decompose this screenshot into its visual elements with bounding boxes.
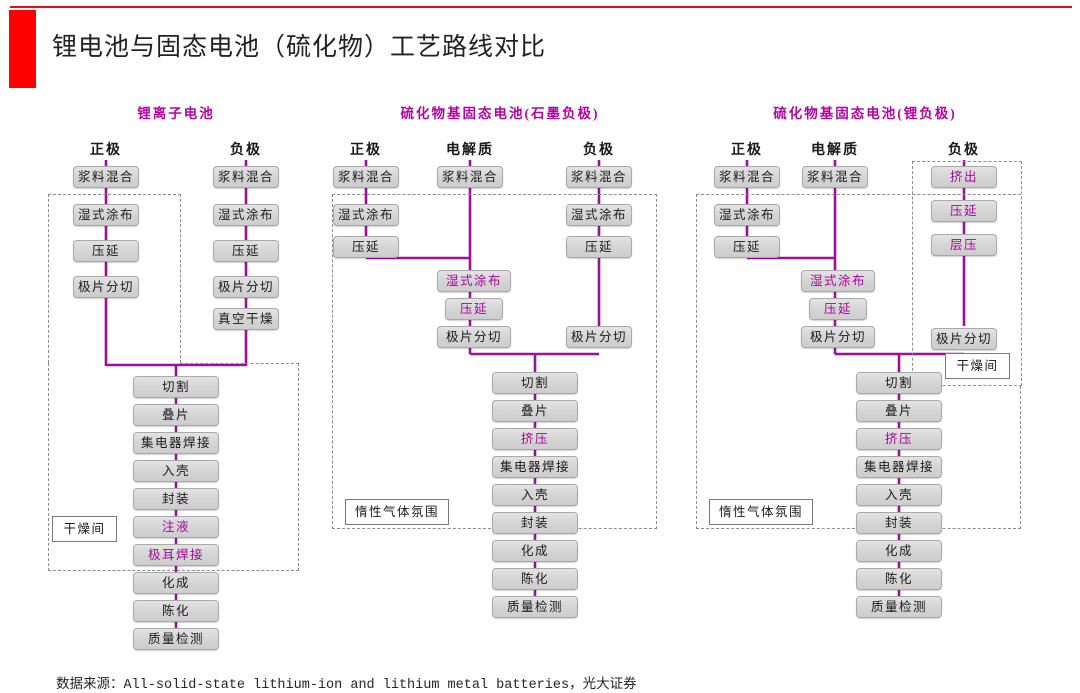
node-col1-assembly-3[interactable]: 入壳 <box>133 460 219 482</box>
header-top-rule <box>10 6 1072 8</box>
node-col1-cathode-1[interactable]: 湿式涂布 <box>73 204 139 226</box>
lane-head-col1-cathode: 正极 <box>90 143 122 158</box>
node-col3-assembly-5[interactable]: 封装 <box>856 512 942 534</box>
node-col3-cathode-1[interactable]: 湿式涂布 <box>714 204 780 226</box>
node-col2-cathode-1[interactable]: 湿式涂布 <box>333 204 399 226</box>
node-col2-cathode-2[interactable]: 压延 <box>333 236 399 258</box>
node-col3-assembly-2[interactable]: 挤压 <box>856 428 942 450</box>
node-col3-assembly-3[interactable]: 集电器焊接 <box>856 456 942 478</box>
column-title-sulfide-graphite: 硫化物基固态电池(石墨负极) <box>400 106 600 121</box>
column-title-lithium-ion: 锂离子电池 <box>137 106 215 121</box>
dashed-region-dry-col3-anode <box>912 161 1022 386</box>
node-col2-assembly-3[interactable]: 集电器焊接 <box>492 456 578 478</box>
header-accent-bar <box>9 10 36 88</box>
node-col1-cathode-3[interactable]: 极片分切 <box>73 276 139 298</box>
node-col2-assembly-4[interactable]: 入壳 <box>492 484 578 506</box>
node-col2-assembly-0[interactable]: 切割 <box>492 372 578 394</box>
node-col2-assembly-8[interactable]: 质量检测 <box>492 596 578 618</box>
lane-head-col3-cathode: 正极 <box>731 143 763 158</box>
node-col3-electrolyte-3[interactable]: 极片分切 <box>801 326 875 348</box>
footnote-publisher: 光大证券 <box>582 676 637 691</box>
column-title-sulfide-lithium: 硫化物基固态电池(锂负极) <box>773 106 957 121</box>
node-col2-anode-3[interactable]: 极片分切 <box>566 326 632 348</box>
dashed-region-edge-col3 <box>1020 386 1021 529</box>
footnote-comma: ， <box>569 676 583 691</box>
node-col3-assembly-0[interactable]: 切割 <box>856 372 942 394</box>
room-tag-col3: 惰性气体氛围 <box>709 499 813 525</box>
node-col3-assembly-6[interactable]: 化成 <box>856 540 942 562</box>
node-col1-assembly-6[interactable]: 极耳焊接 <box>133 544 219 566</box>
node-col2-assembly-5[interactable]: 封装 <box>492 512 578 534</box>
node-col1-anode-2[interactable]: 压延 <box>213 240 279 262</box>
node-col1-cathode-0[interactable]: 浆料混合 <box>73 166 139 188</box>
node-col1-anode-3[interactable]: 极片分切 <box>213 276 279 298</box>
node-col3-assembly-8[interactable]: 质量检测 <box>856 596 942 618</box>
node-col1-anode-4[interactable]: 真空干燥 <box>213 308 279 330</box>
node-col1-assembly-2[interactable]: 集电器焊接 <box>133 432 219 454</box>
node-col1-assembly-4[interactable]: 封装 <box>133 488 219 510</box>
node-col3-anode-1[interactable]: 压延 <box>931 200 997 222</box>
node-col1-assembly-5[interactable]: 注液 <box>133 516 219 538</box>
dashed-region-edge-col1-a <box>180 363 299 364</box>
node-col3-electrolyte-2[interactable]: 压延 <box>809 298 867 320</box>
page-title: 锂电池与固态电池（硫化物）工艺路线对比 <box>52 33 547 61</box>
room-tag-col1: 干燥间 <box>52 516 117 542</box>
lane-head-col2-cathode: 正极 <box>350 143 382 158</box>
footnote-source: All-solid-state lithium-ion and lithium … <box>123 678 570 693</box>
node-col2-assembly-7[interactable]: 陈化 <box>492 568 578 590</box>
node-col2-anode-2[interactable]: 压延 <box>566 236 632 258</box>
node-col3-assembly-7[interactable]: 陈化 <box>856 568 942 590</box>
node-col3-anode-0[interactable]: 挤出 <box>931 166 997 188</box>
node-col1-cathode-2[interactable]: 压延 <box>73 240 139 262</box>
node-col3-electrolyte-0[interactable]: 浆料混合 <box>802 166 868 188</box>
node-col1-assembly-1[interactable]: 叠片 <box>133 404 219 426</box>
node-col2-electrolyte-2[interactable]: 压延 <box>445 298 503 320</box>
node-col1-anode-1[interactable]: 湿式涂布 <box>213 204 279 226</box>
lane-head-col3-anode: 负极 <box>948 143 980 158</box>
node-col2-anode-0[interactable]: 浆料混合 <box>566 166 632 188</box>
lane-head-col2-anode: 负极 <box>583 143 615 158</box>
node-col1-assembly-9[interactable]: 质量检测 <box>133 628 219 650</box>
node-col2-cathode-0[interactable]: 浆料混合 <box>333 166 399 188</box>
node-col3-anode-3[interactable]: 极片分切 <box>931 328 997 350</box>
dashed-region-dry-upper-col1 <box>48 194 181 363</box>
node-col2-electrolyte-0[interactable]: 浆料混合 <box>437 166 503 188</box>
dashed-region-dry-lower-col1 <box>48 363 299 571</box>
room-tag-col2: 惰性气体氛围 <box>345 499 449 525</box>
node-col2-anode-1[interactable]: 湿式涂布 <box>566 204 632 226</box>
lane-head-col3-electrolyte: 电解质 <box>811 143 859 158</box>
room-tag-col3-anode-dry: 干燥间 <box>945 353 1010 379</box>
node-col3-cathode-2[interactable]: 压延 <box>714 236 780 258</box>
footnote: 数据来源：All-solid-state lithium-ion and lit… <box>56 672 637 693</box>
node-col3-assembly-4[interactable]: 入壳 <box>856 484 942 506</box>
node-col3-assembly-1[interactable]: 叠片 <box>856 400 942 422</box>
node-col1-assembly-8[interactable]: 陈化 <box>133 600 219 622</box>
node-col3-anode-2[interactable]: 层压 <box>931 234 997 256</box>
node-col3-cathode-0[interactable]: 浆料混合 <box>714 166 780 188</box>
lane-head-col1-anode: 负极 <box>230 143 262 158</box>
node-col3-electrolyte-1[interactable]: 湿式涂布 <box>801 270 875 292</box>
node-col2-electrolyte-3[interactable]: 极片分切 <box>437 326 511 348</box>
footnote-prefix: 数据来源： <box>56 676 124 691</box>
lane-head-col2-electrolyte: 电解质 <box>446 143 494 158</box>
node-col2-assembly-1[interactable]: 叠片 <box>492 400 578 422</box>
node-col1-assembly-0[interactable]: 切割 <box>133 376 219 398</box>
node-col1-assembly-7[interactable]: 化成 <box>133 572 219 594</box>
node-col2-assembly-2[interactable]: 挤压 <box>492 428 578 450</box>
node-col1-anode-0[interactable]: 浆料混合 <box>213 166 279 188</box>
node-col2-electrolyte-1[interactable]: 湿式涂布 <box>437 270 511 292</box>
node-col2-assembly-6[interactable]: 化成 <box>492 540 578 562</box>
